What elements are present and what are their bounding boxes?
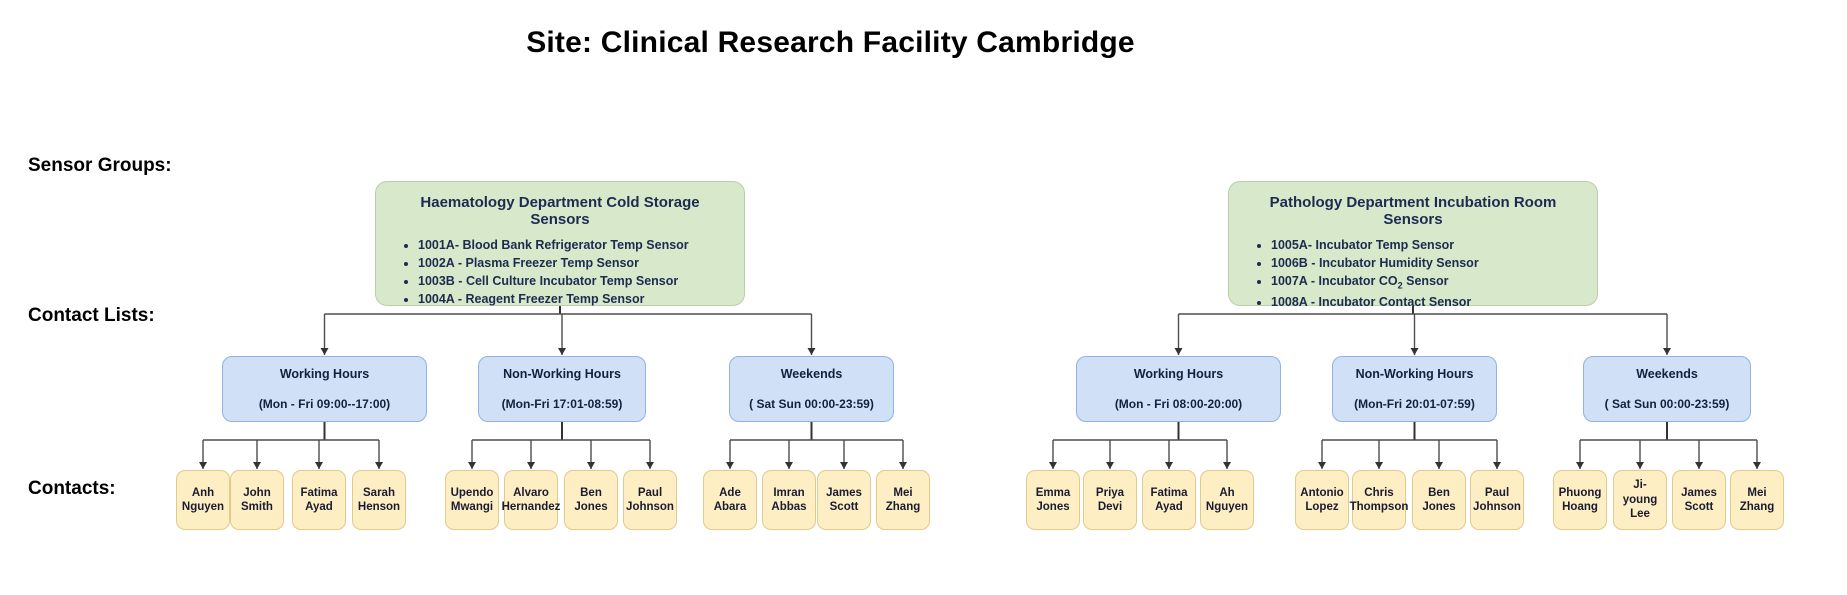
sensor-list-item: 1006B - Incubator Humidity Sensor: [1271, 254, 1581, 272]
contact-box[interactable]: Phuong Hoang: [1553, 470, 1607, 530]
sensor-group-title: Haematology Department Cold Storage Sens…: [420, 194, 700, 228]
sensor-list-item: 1008A - Incubator Contact Sensor: [1271, 293, 1581, 311]
contact-box[interactable]: James Scott: [1672, 470, 1726, 530]
contact-list-box[interactable]: Non-Working Hours (Mon-Fri 17:01-08:59): [478, 356, 646, 422]
contact-box[interactable]: Fatima Ayad: [1142, 470, 1196, 530]
contact-list-name: Non-Working Hours: [1355, 367, 1474, 381]
contact-box[interactable]: Paul Johnson: [1470, 470, 1524, 530]
contact-box[interactable]: Fatima Ayad: [292, 470, 346, 530]
contact-list-time-window: ( Sat Sun 00:00-23:59): [749, 397, 874, 411]
contact-box[interactable]: Ade Abara: [703, 470, 757, 530]
sensor-list: 1005A- Incubator Temp Sensor1006B - Incu…: [1245, 236, 1581, 311]
contact-list-box[interactable]: Non-Working Hours (Mon-Fri 20:01-07:59): [1332, 356, 1497, 422]
contact-box[interactable]: Antonio Lopez: [1295, 470, 1349, 530]
contact-list-box[interactable]: Weekends ( Sat Sun 00:00-23:59): [729, 356, 894, 422]
contact-box[interactable]: John Smith: [230, 470, 284, 530]
contact-list-time-window: (Mon - Fri 09:00--17:00): [258, 397, 391, 411]
contact-list-time-window: (Mon-Fri 17:01-08:59): [501, 397, 623, 411]
contact-list-time-window: (Mon-Fri 20:01-07:59): [1354, 397, 1475, 411]
contact-box[interactable]: Mei Zhang: [1730, 470, 1784, 530]
contact-box[interactable]: Upendo Mwangi: [445, 470, 499, 530]
contact-list-box[interactable]: Weekends ( Sat Sun 00:00-23:59): [1583, 356, 1751, 422]
contact-list-name: Weekends: [1636, 367, 1698, 381]
contact-box[interactable]: Alvaro Hernandez: [502, 470, 560, 530]
sensor-group-box[interactable]: Pathology Department Incubation Room Sen…: [1228, 181, 1598, 309]
sensor-list-item: 1007A - Incubator CO2 Sensor: [1271, 272, 1581, 293]
contact-box[interactable]: Chris Thompson: [1350, 470, 1408, 530]
sensor-list-item: 1005A- Incubator Temp Sensor: [1271, 236, 1581, 254]
sensor-list-item: 1001A- Blood Bank Refrigerator Temp Sens…: [418, 236, 728, 254]
contact-list-name: Working Hours: [279, 367, 370, 381]
contact-list-name: Weekends: [780, 367, 843, 381]
sensor-list-item: 1002A - Plasma Freezer Temp Sensor: [418, 254, 728, 272]
sensor-list-item: 1004A - Reagent Freezer Temp Sensor: [418, 290, 728, 308]
sensor-list-item: 1003B - Cell Culture Incubator Temp Sens…: [418, 272, 728, 290]
contact-list-time-window: ( Sat Sun 00:00-23:59): [1604, 397, 1730, 411]
page-title: Site: Clinical Research Facility Cambrid…: [526, 26, 1135, 59]
sensor-group-box[interactable]: Haematology Department Cold Storage Sens…: [375, 181, 745, 306]
contact-list-box[interactable]: Working Hours (Mon - Fri 08:00-20:00): [1076, 356, 1281, 422]
contact-list-box[interactable]: Working Hours (Mon - Fri 09:00--17:00): [222, 356, 427, 422]
row-label-sensor-groups: Sensor Groups:: [28, 155, 172, 176]
sensor-list: 1001A- Blood Bank Refrigerator Temp Sens…: [392, 236, 728, 309]
contact-box[interactable]: Paul Johnson: [623, 470, 677, 530]
contact-box[interactable]: Priya Devi: [1083, 470, 1137, 530]
contact-list-name: Non-Working Hours: [503, 367, 621, 381]
sensor-group-title: Pathology Department Incubation Room Sen…: [1269, 194, 1557, 228]
row-label-contacts: Contacts:: [28, 478, 116, 499]
contact-box[interactable]: Imran Abbas: [762, 470, 816, 530]
contact-box[interactable]: Anh Nguyen: [176, 470, 230, 530]
contact-box[interactable]: Emma Jones: [1026, 470, 1080, 530]
contact-list-time-window: (Mon - Fri 08:00-20:00): [1114, 397, 1243, 411]
contact-box[interactable]: Sarah Henson: [352, 470, 406, 530]
contact-box[interactable]: Ji-young Lee: [1613, 470, 1667, 530]
contact-list-name: Working Hours: [1133, 367, 1224, 381]
contact-box[interactable]: Ben Jones: [564, 470, 618, 530]
contact-box[interactable]: Ben Jones: [1412, 470, 1466, 530]
contact-box[interactable]: Ah Nguyen: [1200, 470, 1254, 530]
contact-box[interactable]: James Scott: [817, 470, 871, 530]
row-label-contact-lists: Contact Lists:: [28, 305, 155, 326]
contact-box[interactable]: Mei Zhang: [876, 470, 930, 530]
